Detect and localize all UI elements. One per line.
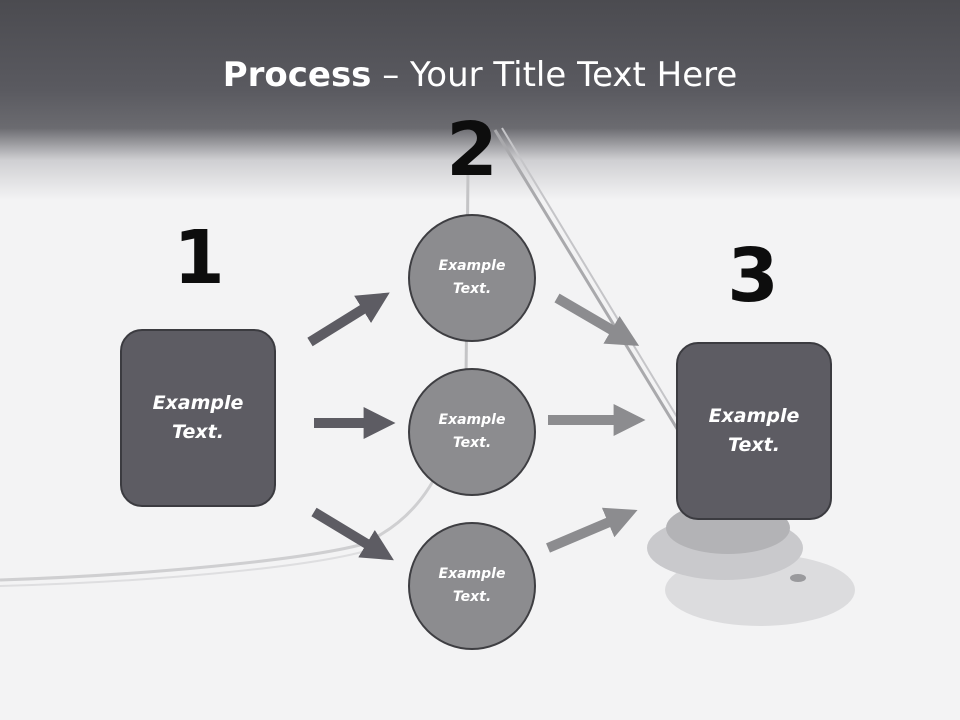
header-band xyxy=(0,0,960,200)
arrow-to-top-circle xyxy=(307,292,390,347)
circle-middle-label: Example Text. xyxy=(438,412,506,451)
step-1-label: Example Text. xyxy=(152,392,244,443)
arrow-from-top-circle xyxy=(554,293,640,346)
step-1-number: 1 xyxy=(173,215,225,301)
step-2-circle-top: Example Text. xyxy=(408,214,536,342)
step-2-circle-bottom: Example Text. xyxy=(408,522,536,650)
step-2-circle-middle: Example Text. xyxy=(408,368,536,496)
arrow-to-bottom-circle xyxy=(311,507,394,561)
step-3-label: Example Text. xyxy=(708,405,800,456)
page-title: Process – Your Title Text Here xyxy=(0,52,960,98)
step-2-number: 2 xyxy=(446,107,498,193)
circle-bottom-label: Example Text. xyxy=(438,566,506,605)
circle-top-label: Example Text. xyxy=(438,258,506,297)
title-bold: Process xyxy=(222,55,372,95)
step-1-box: Example Text. xyxy=(120,329,276,507)
step-3-box: Example Text. xyxy=(676,342,832,520)
arrow-from-bottom-circle xyxy=(546,507,638,553)
step-3-number: 3 xyxy=(727,233,779,319)
title-rest: – Your Title Text Here xyxy=(371,55,738,95)
